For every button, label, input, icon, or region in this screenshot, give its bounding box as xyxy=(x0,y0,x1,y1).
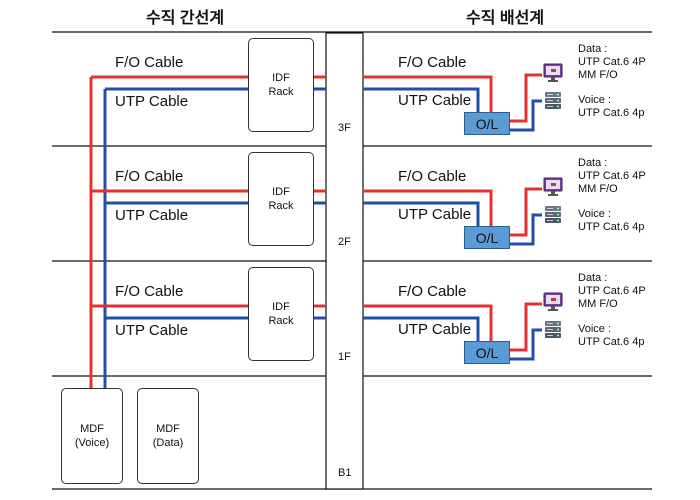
outlet-2f: O/L xyxy=(464,226,510,249)
idf-rack-3f: IDF Rack xyxy=(248,38,314,132)
outlet-3f: O/L xyxy=(464,112,510,135)
voice-spec-3f: Voice :UTP Cat.6 4p xyxy=(578,94,644,120)
pc-monitor-icon xyxy=(543,292,563,312)
data-spec-line-0-2f: Data : xyxy=(578,157,608,169)
mdf-data-line2: (Data) xyxy=(152,437,184,449)
idf-rack-line2-1f: Rack xyxy=(268,315,294,327)
mdf-data-line1: MDF xyxy=(156,423,180,435)
voice-spec-line-0-1f: Voice : xyxy=(578,323,612,335)
data-spec-line-1-3f: UTP Cat.6 4P xyxy=(578,56,646,68)
phone-server-icon xyxy=(543,91,563,111)
utp-cable-label-1f: UTP Cable xyxy=(115,322,189,339)
phone-server-icon xyxy=(543,320,563,340)
idf-rack-line2-3f: Rack xyxy=(268,86,294,98)
header-vertical-wiring: 수직 배선계 xyxy=(466,10,545,27)
voice-spec-line-1-1f: UTP Cat.6 4p xyxy=(578,336,645,348)
phone-server-icon xyxy=(543,205,563,225)
fo-to-pc-1f xyxy=(507,302,542,352)
fo-cable-label-1f: F/O Cable xyxy=(115,283,184,300)
voice-spec-line-0-3f: Voice : xyxy=(578,94,612,106)
utp-horizontal-3f xyxy=(363,87,480,112)
data-spec-line-2-3f: MM F/O xyxy=(578,69,618,81)
voice-spec-line-1-2f: UTP Cat.6 4p xyxy=(578,221,645,233)
idf-rack-line1-3f: IDF xyxy=(272,72,290,84)
fo-cable-label-3f: F/O Cable xyxy=(115,54,184,71)
utp-to-phone-3f xyxy=(507,99,542,132)
utp-to-phone-1f xyxy=(507,328,542,361)
floor-label-b1: B1 xyxy=(338,467,352,479)
pc-monitor-icon xyxy=(543,63,563,83)
data-spec-line-0-1f: Data : xyxy=(578,272,608,284)
idf-rack-1f: IDF Rack xyxy=(248,267,314,361)
voice-spec-1f: Voice :UTP Cat.6 4p xyxy=(578,323,644,349)
fo-to-pc-3f xyxy=(507,73,542,123)
floor-label-2f: 2F xyxy=(338,236,351,248)
data-spec-line-1-2f: UTP Cat.6 4P xyxy=(578,170,646,182)
data-spec-line-0-3f: Data : xyxy=(578,43,608,55)
utp-cable-label-right-2f: UTP Cable xyxy=(398,206,472,223)
mdf-voice-line1: MDF xyxy=(80,423,104,435)
idf-rack-2f: IDF Rack xyxy=(248,152,314,246)
utp-cable-label-2f: UTP Cable xyxy=(115,207,189,224)
utp-cable-label-right-1f: UTP Cable xyxy=(398,321,472,338)
idf-rack-line2-2f: Rack xyxy=(268,200,294,212)
floor-label-1f: 1F xyxy=(338,351,351,363)
data-spec-line-1-1f: UTP Cat.6 4P xyxy=(578,285,646,297)
mdf-voice-line2: (Voice) xyxy=(74,437,110,449)
pc-monitor-icon xyxy=(543,177,563,197)
voice-spec-2f: Voice :UTP Cat.6 4p xyxy=(578,208,644,234)
outlet-1f: O/L xyxy=(464,341,510,364)
mdf-data-box: MDF (Data) xyxy=(137,388,199,484)
data-spec-line-2-1f: MM F/O xyxy=(578,298,618,310)
idf-rack-line1-2f: IDF xyxy=(272,186,290,198)
header-vertical-backbone: 수직 간선계 xyxy=(146,10,225,27)
fo-to-pc-2f xyxy=(507,187,542,237)
voice-spec-line-0-2f: Voice : xyxy=(578,208,612,220)
utp-cable-label-right-3f: UTP Cable xyxy=(398,92,472,109)
data-spec-line-2-2f: MM F/O xyxy=(578,183,618,195)
fo-cable-label-right-3f: F/O Cable xyxy=(398,54,467,71)
utp-cable-label-3f: UTP Cable xyxy=(115,93,189,110)
fo-cable-label-right-1f: F/O Cable xyxy=(398,283,467,300)
floor-label-3f: 3F xyxy=(338,122,351,134)
utp-to-phone-2f xyxy=(507,213,542,246)
fo-cable-label-2f: F/O Cable xyxy=(115,168,184,185)
utp-horizontal-1f xyxy=(363,316,480,341)
idf-rack-line1-1f: IDF xyxy=(272,301,290,313)
fo-cable-label-right-2f: F/O Cable xyxy=(398,168,467,185)
utp-horizontal-2f xyxy=(363,201,480,226)
mdf-voice-box: MDF (Voice) xyxy=(61,388,123,484)
voice-spec-line-1-3f: UTP Cat.6 4p xyxy=(578,107,645,119)
